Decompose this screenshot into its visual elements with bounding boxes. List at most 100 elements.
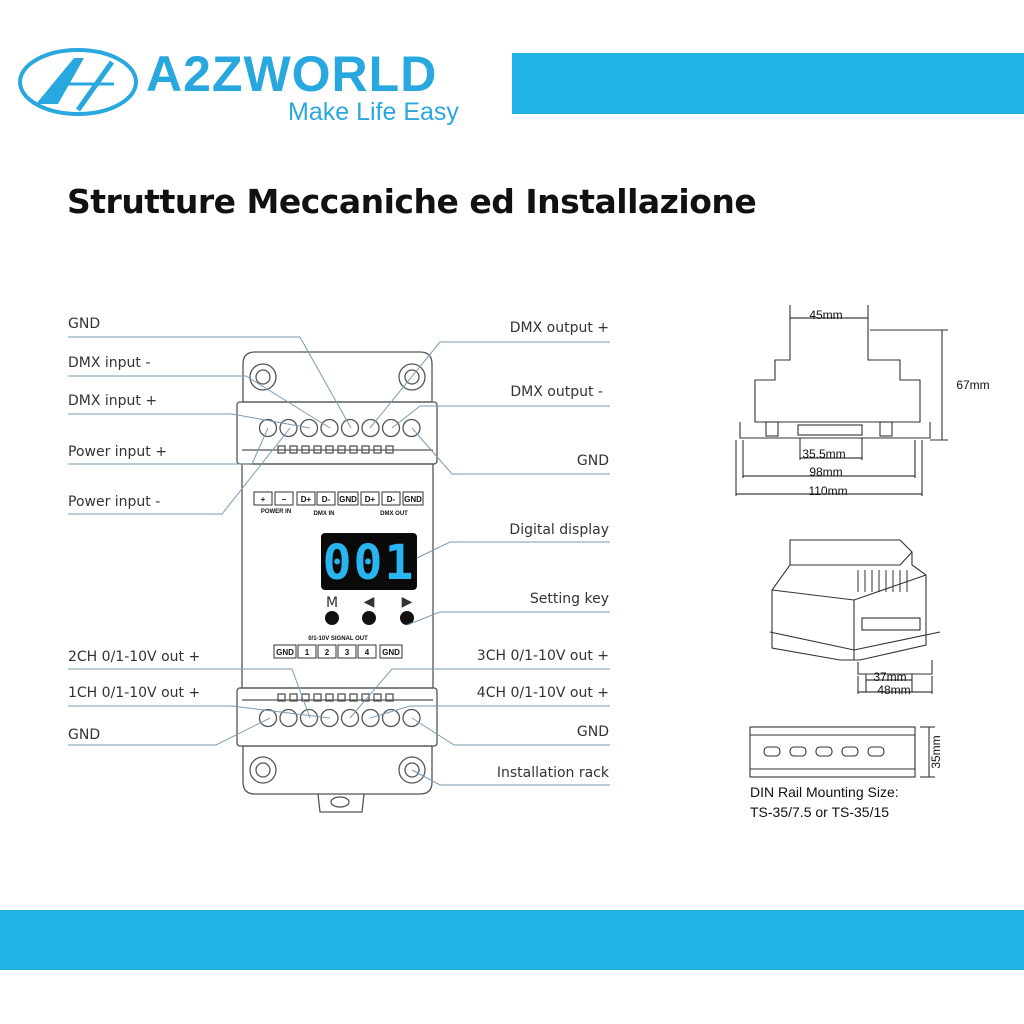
key-left-label: ◀ [364,594,375,610]
top-terminal-label: GND [404,495,422,504]
isometric-view [769,539,941,694]
callout-gnd-right: GND [577,453,609,469]
callout-4ch-out: 4CH 0/1-10V out + [477,685,609,701]
top-terminal-label: D- [387,495,396,504]
upper-terminal-screw [279,418,298,438]
lower-terminal-screw [381,708,401,728]
brand-tagline: Make Life Easy [288,98,459,126]
upper-terminal-screw [361,418,380,438]
terminal-marker [289,693,298,702]
a2z-logo-icon [18,48,138,116]
callout-2ch-out: 2CH 0/1-10V out + [68,649,200,665]
brand-name: A2ZWORLD [146,46,438,102]
terminal-marker [277,693,286,702]
upper-terminal-screw [381,418,401,438]
terminal-marker [325,693,334,702]
callout-power-input-minus: Power input - [68,494,160,510]
callout-setting-key: Setting key [530,591,609,607]
dim-rail-gap: 35.5mm [802,447,845,461]
digital-display [321,533,417,590]
top-terminal-box [360,491,380,506]
callout-gnd-bottom-left: GND [68,727,100,743]
top-terminal-label: D+ [365,495,376,504]
top-terminal-label: − [282,495,287,504]
isometric-arrows [858,679,932,693]
top-terminal-box [274,491,294,506]
terminal-marker [349,693,358,702]
key-m-label: M [326,595,338,611]
brand-logo: A2ZWORLD Make Life Easy [18,44,468,126]
signal-out-label: 0/1-10V SIGNAL OUT [308,636,368,642]
top-terminal-label: D- [322,495,331,504]
dim-rail-height: 35mm [929,735,943,768]
bottom-terminal-box [317,644,337,659]
upper-terminal-screw [340,418,360,438]
power-in-label: POWER IN [261,509,291,515]
top-terminal-box [316,491,336,506]
dim-base: 98mm [809,465,842,479]
din-rail-standard: TS-35/7.5 or TS-35/15 [750,804,889,820]
bottom-terminal-label: 3 [345,648,350,657]
callout-gnd-top: GND [68,316,100,332]
top-terminal-labels: + − D+ D- GND D+ D- GND [253,491,424,506]
lower-terminal-screw [279,708,298,728]
callout-dmx-output-plus: DMX output + [510,320,609,336]
top-terminal-label: + [261,495,266,504]
callout-lines [68,336,610,786]
bottom-terminal-label: 1 [305,648,310,657]
bottom-terminal-box [379,644,403,659]
top-terminal-box [253,491,273,506]
dmx-in-label: DMX IN [314,511,335,517]
callout-1ch-out: 1CH 0/1-10V out + [68,685,200,701]
callout-digital-display: Digital display [509,522,609,538]
upper-terminal-screw [299,418,319,438]
page-title: Strutture Meccaniche ed Installazione [67,182,757,221]
top-terminal-box [381,491,401,506]
upper-terminal-screw [320,418,339,438]
terminal-marker [337,693,346,702]
dim-side-a: 37mm [873,670,906,684]
bottom-terminal-label: 4 [365,648,370,657]
key-m-button[interactable] [325,611,339,625]
lower-terminal-screw [320,708,339,728]
dim-total: 110mm [808,484,847,498]
lower-terminal-screw [340,708,360,728]
lower-terminal-screw [402,708,421,728]
callout-gnd-bottom-right: GND [577,724,609,740]
din-rail-size-label: DIN Rail Mounting Size: [750,784,899,800]
key-left-button[interactable] [362,611,376,625]
isometric-fins [857,570,908,592]
upper-terminal-screw [402,418,421,438]
dim-width-top: 45mm [809,308,842,322]
display-value: 001 [323,535,416,591]
terminal-marker [361,693,370,702]
top-terminal-box [402,491,424,506]
bottom-terminal-box [357,644,377,659]
callout-dmx-output-minus: DMX output - [510,384,603,400]
header-accent-bar [512,53,1024,114]
terminal-marker [373,693,382,702]
lower-terminal-screw [258,708,278,728]
dimension-arrows [736,317,922,495]
callout-dmx-input-minus: DMX input - [68,355,150,371]
top-terminal-box [296,491,316,506]
terminal-marker [385,693,394,702]
dmx-out-label: DMX OUT [380,511,408,517]
footer-accent-bar [0,910,1024,970]
bottom-terminal-label: GND [382,648,400,657]
top-terminal-box [337,491,359,506]
dim-side-b: 48mm [877,683,910,697]
din-rail-drawing [749,726,935,778]
device-front-view [236,351,438,813]
key-right-button[interactable] [400,611,414,625]
upper-terminal-screw [258,418,278,438]
lower-terminal-screw [299,708,319,728]
callout-3ch-out: 3CH 0/1-10V out + [477,648,609,664]
top-terminal-label: D+ [301,495,312,504]
callout-dmx-input-plus: DMX input + [68,393,157,409]
bottom-terminal-box [297,644,317,659]
bottom-terminal-label: GND [276,648,294,657]
top-terminal-label: GND [339,495,357,504]
